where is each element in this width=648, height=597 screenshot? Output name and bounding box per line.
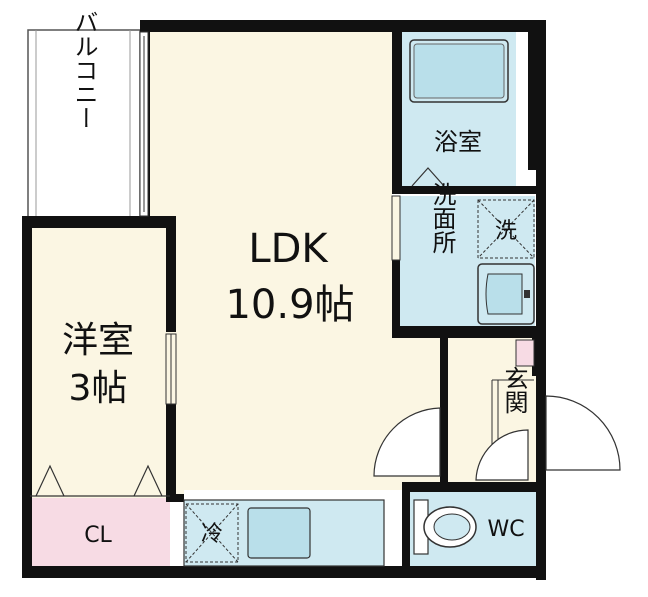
washroom-label: 洗面所 — [428, 182, 456, 254]
bathtub — [409, 39, 509, 103]
western-room-floor — [30, 228, 170, 498]
western-room-sliding-door — [165, 333, 177, 405]
bath-door — [411, 167, 445, 187]
washbasin — [477, 263, 535, 325]
western-room-name: 洋室 — [62, 320, 134, 361]
door-swings — [373, 395, 621, 481]
walls — [22, 20, 546, 580]
washer-space — [477, 199, 535, 259]
closet-floor — [30, 498, 170, 566]
room-labels: LDK 10.9帖 洋室 3帖 バルコニー 浴室 洗面所 洗 玄関 WC CL … — [62, 10, 528, 548]
ldk-size: 10.9帖 — [225, 282, 354, 328]
washer-label: 洗 — [495, 219, 517, 244]
entrance-label: 玄関 — [500, 366, 528, 414]
ldk-floor — [148, 30, 448, 500]
bath-label: 浴室 — [434, 128, 482, 156]
balcony-area — [27, 29, 141, 221]
ldk-name: LDK — [248, 226, 329, 272]
fridge-label: 冷 — [201, 522, 223, 547]
balcony-window — [139, 31, 149, 217]
toilet-label: WC — [487, 517, 524, 542]
western-room-size: 3帖 — [69, 368, 128, 409]
washroom-sliding-door — [391, 195, 401, 261]
kitchen — [183, 499, 385, 567]
closet-doors — [30, 464, 170, 497]
balcony-label: バルコニー — [70, 10, 98, 130]
toilet-fixture — [413, 499, 477, 555]
closet-label: CL — [84, 523, 112, 548]
